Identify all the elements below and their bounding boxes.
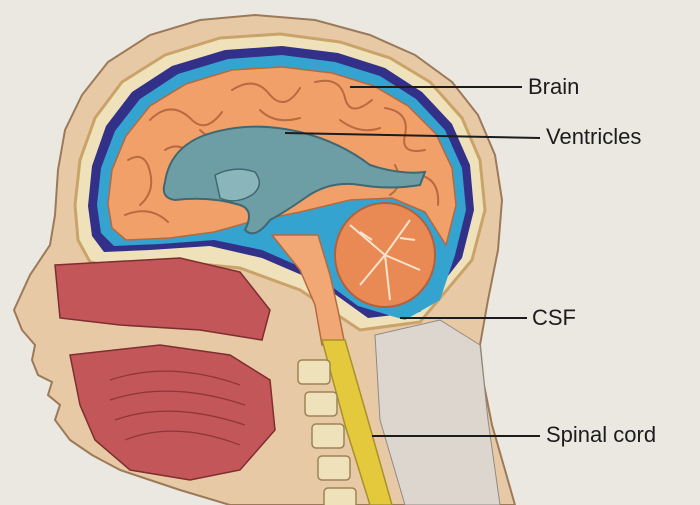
tongue-muscle-lines bbox=[109, 370, 246, 446]
leader-line-ventricles bbox=[284, 132, 541, 139]
lateral-ventricle bbox=[162, 125, 427, 235]
nasal-cavity bbox=[54, 257, 271, 341]
cerebellum-folia bbox=[349, 219, 421, 301]
brain-gyri bbox=[124, 79, 440, 223]
label-spinal-cord: Spinal cord bbox=[546, 422, 657, 447]
third-ventricle bbox=[214, 168, 261, 202]
label-brain: Brain bbox=[528, 74, 580, 99]
label-ventricles: Ventricles bbox=[546, 124, 642, 149]
label-csf: CSF bbox=[532, 305, 576, 330]
leader-lines bbox=[284, 86, 541, 437]
spinal-cord bbox=[321, 339, 393, 505]
oral-cavity-tongue bbox=[69, 344, 276, 481]
neck-muscles bbox=[374, 319, 501, 505]
vertebrae bbox=[297, 359, 357, 505]
